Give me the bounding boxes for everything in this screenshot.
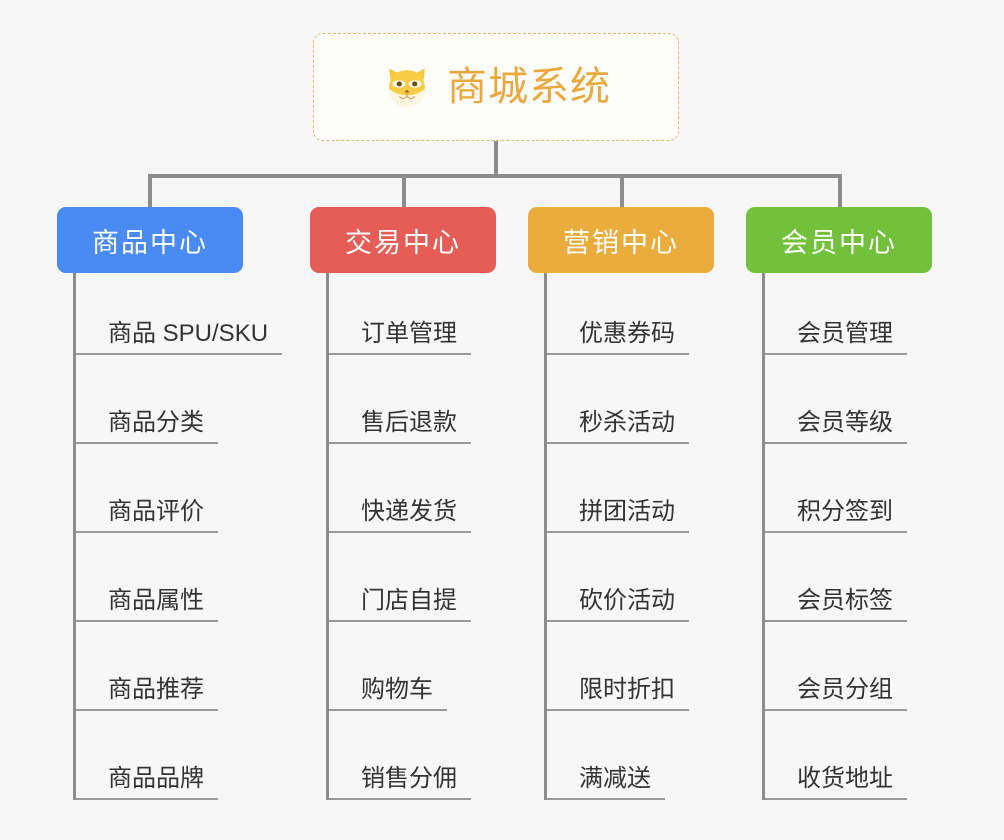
leaf-item-label: 售后退款 [329,409,471,444]
leaf-item-label: 会员等级 [765,409,907,444]
leaf-item[interactable]: 购物车 [329,622,496,711]
leaf-item[interactable]: 商品品牌 [76,711,282,800]
leaf-item-label: 拼团活动 [547,498,689,533]
connector-drop-branch-3 [620,174,624,209]
connector-drop-branch-4 [838,174,842,209]
leaf-item-label: 商品评价 [76,498,218,533]
branch-column-product-center: 商品中心 商品 SPU/SKU 商品分类 商品评价 商品属性 商品推荐 商品品牌 [57,207,283,800]
leaf-item-label: 收货地址 [765,765,907,800]
leaf-item-label: 门店自提 [329,587,471,622]
leaf-item-label: 销售分佣 [329,765,471,800]
branch-header-member-center[interactable]: 会员中心 [746,207,932,273]
leaf-item[interactable]: 售后退款 [329,355,496,444]
branch-items-member-center: 会员管理 会员等级 积分签到 会员标签 会员分组 收货地址 [762,273,932,800]
shiba-dog-face-icon [389,68,425,108]
leaf-item-label: 积分签到 [765,498,907,533]
connector-drop-branch-1 [148,174,152,209]
branch-items-trade-center: 订单管理 售后退款 快递发货 门店自提 购物车 销售分佣 [326,273,496,800]
connector-root-stem [494,141,498,176]
branch-header-label: 交易中心 [345,227,461,258]
leaf-item[interactable]: 销售分佣 [329,711,496,800]
root-node[interactable]: 商城系统 [313,33,679,141]
leaf-item-label: 商品推荐 [76,676,218,711]
leaf-item[interactable]: 会员标签 [765,533,932,622]
leaf-item[interactable]: 优惠券码 [547,273,714,355]
leaf-item[interactable]: 商品评价 [76,444,282,533]
branch-header-label: 会员中心 [781,227,897,258]
leaf-item-label: 限时折扣 [547,676,689,711]
branch-items-marketing-center: 优惠券码 秒杀活动 拼团活动 砍价活动 限时折扣 满减送 [544,273,714,800]
leaf-item[interactable]: 商品推荐 [76,622,282,711]
branch-column-member-center: 会员中心 会员管理 会员等级 积分签到 会员标签 会员分组 收货地址 [746,207,932,800]
leaf-item-label: 会员分组 [765,676,907,711]
leaf-item[interactable]: 积分签到 [765,444,932,533]
leaf-item[interactable]: 会员分组 [765,622,932,711]
leaf-item[interactable]: 商品 SPU/SKU [76,273,283,355]
leaf-item-label: 会员管理 [765,320,907,355]
leaf-item-label: 快递发货 [329,498,471,533]
leaf-item[interactable]: 拼团活动 [547,444,714,533]
leaf-item-label: 订单管理 [329,320,471,355]
leaf-item-label: 砍价活动 [547,587,689,622]
leaf-item[interactable]: 收货地址 [765,711,932,800]
leaf-item[interactable]: 门店自提 [329,533,496,622]
leaf-item-label: 秒杀活动 [547,409,689,444]
leaf-item[interactable]: 会员管理 [765,273,932,355]
branch-header-label: 营销中心 [563,227,679,258]
root-title: 商城系统 [447,65,611,109]
leaf-item-label: 商品属性 [76,587,218,622]
branch-items-product-center: 商品 SPU/SKU 商品分类 商品评价 商品属性 商品推荐 商品品牌 [73,273,283,800]
leaf-item-label: 优惠券码 [547,320,689,355]
leaf-item[interactable]: 会员等级 [765,355,932,444]
leaf-item-label: 商品品牌 [76,765,218,800]
connector-drop-branch-2 [402,174,406,209]
leaf-item[interactable]: 快递发货 [329,444,496,533]
branch-header-product-center[interactable]: 商品中心 [57,207,243,273]
leaf-item[interactable]: 满减送 [547,711,714,800]
leaf-item[interactable]: 商品分类 [76,355,282,444]
leaf-item[interactable]: 限时折扣 [547,622,714,711]
leaf-item-label: 会员标签 [765,587,907,622]
leaf-item[interactable]: 商品属性 [76,533,282,622]
leaf-item-label: 购物车 [329,676,447,711]
branch-column-marketing-center: 营销中心 优惠券码 秒杀活动 拼团活动 砍价活动 限时折扣 满减送 [528,207,714,800]
connector-horizontal-bus [148,174,842,178]
leaf-item-label: 商品 SPU/SKU [76,320,283,355]
branch-column-trade-center: 交易中心 订单管理 售后退款 快递发货 门店自提 购物车 销售分佣 [310,207,496,800]
branch-header-trade-center[interactable]: 交易中心 [310,207,496,273]
leaf-item[interactable]: 订单管理 [329,273,496,355]
leaf-item-label: 满减送 [547,765,665,800]
branch-header-label: 商品中心 [92,227,208,258]
leaf-item[interactable]: 砍价活动 [547,533,714,622]
leaf-item-label: 商品分类 [76,409,218,444]
leaf-item[interactable]: 秒杀活动 [547,355,714,444]
branch-header-marketing-center[interactable]: 营销中心 [528,207,714,273]
